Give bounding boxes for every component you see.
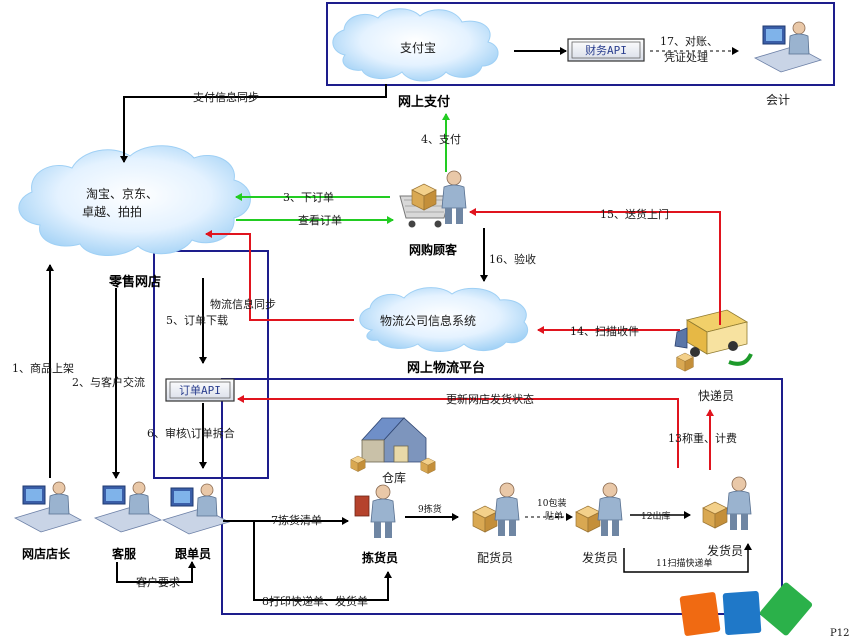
- accountant-label: 会计: [766, 93, 790, 107]
- payment-panel: [326, 2, 835, 86]
- allocator-icon: [472, 482, 520, 537]
- scan-express-label: 11扫描快递单: [656, 557, 712, 569]
- place-order-label: 3、下订单: [283, 191, 334, 204]
- pack-label-line2: 贴单: [545, 510, 563, 522]
- shipper1-label: 发货员: [582, 550, 618, 565]
- pay-label: 4、支付: [421, 133, 461, 146]
- shipper1-icon: [575, 482, 623, 537]
- list-goods-label: 1、商品上架: [12, 361, 74, 375]
- picker-icon: [354, 484, 396, 539]
- shop-manager-label: 网店店长: [22, 546, 71, 561]
- customer-request-connector: [116, 561, 196, 583]
- warehouse-panel: [221, 378, 783, 615]
- scan-receipt-label: 14、扫描收件: [570, 324, 639, 338]
- reconcile-label-line1: 17、对账、: [660, 34, 718, 48]
- deliver-label: 15、送货上门: [600, 207, 669, 221]
- online-buyer-cart-icon: [399, 170, 467, 228]
- shipper2-label: 发货员: [707, 543, 743, 558]
- print-docs-label: 8打印快递单、发货单: [262, 594, 368, 608]
- retail-panel-title: 零售网店: [108, 274, 161, 290]
- update-status-arrow: [237, 395, 679, 468]
- app-tiles-decoration: [679, 582, 813, 636]
- finance-api-badge: 财务API: [567, 38, 645, 62]
- delivery-truck-icon: [674, 309, 753, 372]
- shop-manager-desk-icon: [14, 481, 82, 533]
- marketplaces-cloud: 淘宝、京东、 卓越、拍拍: [18, 145, 251, 257]
- finance-api-label: 财务API: [585, 43, 627, 57]
- customer-request-label: 客户要求: [136, 575, 180, 589]
- talk-customer-label: 2、与客户交流: [72, 375, 145, 389]
- courier-label: 快递员: [698, 389, 734, 403]
- update-status-label: 更新网店发货状态: [446, 392, 534, 406]
- pay-sync-label: 支付信息同步: [193, 90, 259, 104]
- order-api-badge: 订单API: [165, 378, 235, 402]
- picking-label: 9拣货: [418, 503, 442, 515]
- online-buyer-label: 网购顾客: [409, 242, 458, 257]
- marketplaces-label-line1: 淘宝、京东、: [86, 187, 158, 201]
- shipper2-icon: [702, 476, 752, 531]
- alipay-label: 支付宝: [400, 41, 436, 55]
- order-api-label: 订单API: [179, 384, 221, 397]
- logistics-sync-label: 物流信息同步: [210, 297, 276, 311]
- order-clerk-label: 跟单员: [175, 546, 211, 561]
- out-warehouse-label: 12出库: [641, 510, 670, 522]
- warehouse-building-icon: [350, 417, 436, 474]
- pay-sync-arrow: [120, 84, 387, 163]
- reconcile-label-line2: 凭证处理: [664, 50, 708, 64]
- warehouse-label: 仓库: [382, 470, 406, 485]
- logistics-sync-arrow: [205, 230, 354, 321]
- allocator-label: 配货员: [477, 550, 513, 565]
- pick-list-label: 7拣货清单: [271, 513, 322, 527]
- order-clerk-desk-icon: [162, 483, 230, 535]
- deliver-arrow: [469, 208, 721, 325]
- weigh-fee-label: 13称重、计费: [668, 431, 737, 445]
- picker-label: 拣货员: [362, 550, 398, 565]
- review-split-label: 6、审核\订单拆合: [147, 426, 235, 440]
- alipay-cloud: 支付宝: [332, 8, 499, 82]
- inspect-label: 16、验收: [489, 252, 536, 266]
- download-order-label: 5、订单下载: [166, 314, 228, 327]
- accountant-desk-icon: [754, 21, 822, 73]
- logistics-system-cloud: 物流公司信息系统: [359, 287, 529, 352]
- page-number: P12: [830, 628, 849, 639]
- payment-panel-title: 网上支付: [398, 94, 450, 110]
- print-docs-connector: [253, 521, 392, 601]
- customer-service-desk-icon: [94, 481, 162, 533]
- scan-express-connector: [623, 543, 752, 573]
- view-order-label: 查看订单: [298, 213, 342, 227]
- pack-label-line1: 10包装: [537, 497, 566, 509]
- marketplaces-label-line2: 卓越、拍拍: [82, 204, 142, 219]
- customer-service-label: 客服: [111, 546, 137, 561]
- logistics-panel-title: 网上物流平台: [407, 360, 485, 376]
- logistics-system-label: 物流公司信息系统: [380, 313, 476, 328]
- order-processing-panel: [153, 250, 269, 479]
